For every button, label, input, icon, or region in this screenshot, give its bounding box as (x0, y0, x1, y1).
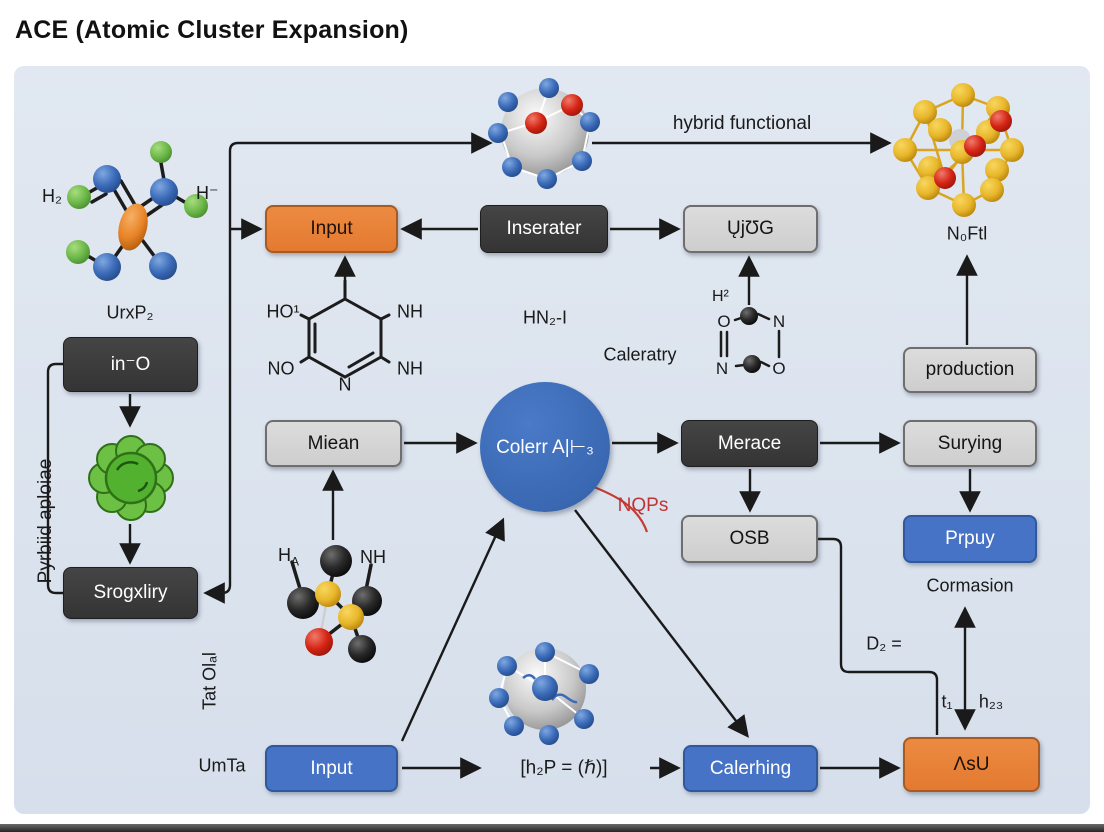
label-h2-ring: H² (712, 288, 729, 305)
node-srogxliry: Srogxliry (63, 567, 198, 619)
label-nqps: NQPs (617, 495, 669, 516)
label-umta: UmTa (198, 755, 246, 776)
node-colerr-circle: Colerr A|⊢₃ (480, 382, 610, 512)
node-input-bottom: Input (265, 745, 398, 792)
label-n0ftl: N₀Ftl (946, 223, 988, 244)
label-h-minus: H⁻ (196, 183, 219, 203)
node-miean: Miean (265, 420, 402, 467)
ring1-nh-bottom-label: NH (397, 358, 423, 379)
node-calerhing: Calerhing (683, 745, 818, 792)
node-inserater: Inserater (480, 205, 608, 253)
label-h23: h₂₃ (978, 691, 1004, 712)
node-osb: OSB (681, 515, 818, 563)
label-t1: t₁ (941, 691, 953, 712)
label-tat-ola-rotated: Tat Olₐl (199, 652, 220, 710)
label-ha: HA (278, 545, 300, 569)
page-title: ACE (Atomic Cluster Expansion) (15, 16, 409, 44)
node-input-top: Input (265, 205, 398, 253)
label-pyrbiid-rotated: Pyrbiid aploiae (35, 458, 56, 584)
ring2-o-bottom-label: O (772, 359, 786, 378)
node-surying: Surying (903, 420, 1037, 467)
node-ujug: ŲjƱG (683, 205, 818, 253)
node-in-o: in⁻O (63, 337, 198, 392)
bottom-edge-strip (0, 824, 1104, 832)
label-urxp2: UrxP₂ (106, 302, 154, 323)
ring1-ho-label: HO¹ (266, 301, 300, 322)
ring1-nh-top-label: NH (397, 301, 423, 322)
node-prpuy: Prpuy (903, 515, 1037, 563)
node-production: production (903, 347, 1037, 393)
node-merace: Merace (681, 420, 818, 467)
label-cormasion: Cormasion (926, 575, 1014, 596)
label-hn2i: HN₂-I (523, 307, 567, 328)
label-nh-molecule: NH (360, 547, 386, 567)
ring2-n-top-label: N (772, 312, 786, 331)
ring2-o-top-label: O (717, 312, 731, 331)
ring1-no-label: NO (267, 358, 295, 379)
label-d2: D₂ = (866, 633, 902, 654)
label-h2: H₂ (42, 186, 62, 206)
label-formula: [h₂P = (ℏ)] (520, 757, 608, 779)
ring2-n-bottom-label: N (715, 359, 729, 378)
label-caleratry: Caleratry (603, 344, 677, 365)
node-asu: ΛsU (903, 737, 1040, 792)
ring1-n-label: N (338, 374, 352, 395)
label-hybrid-functional: hybrid functional (672, 113, 812, 134)
